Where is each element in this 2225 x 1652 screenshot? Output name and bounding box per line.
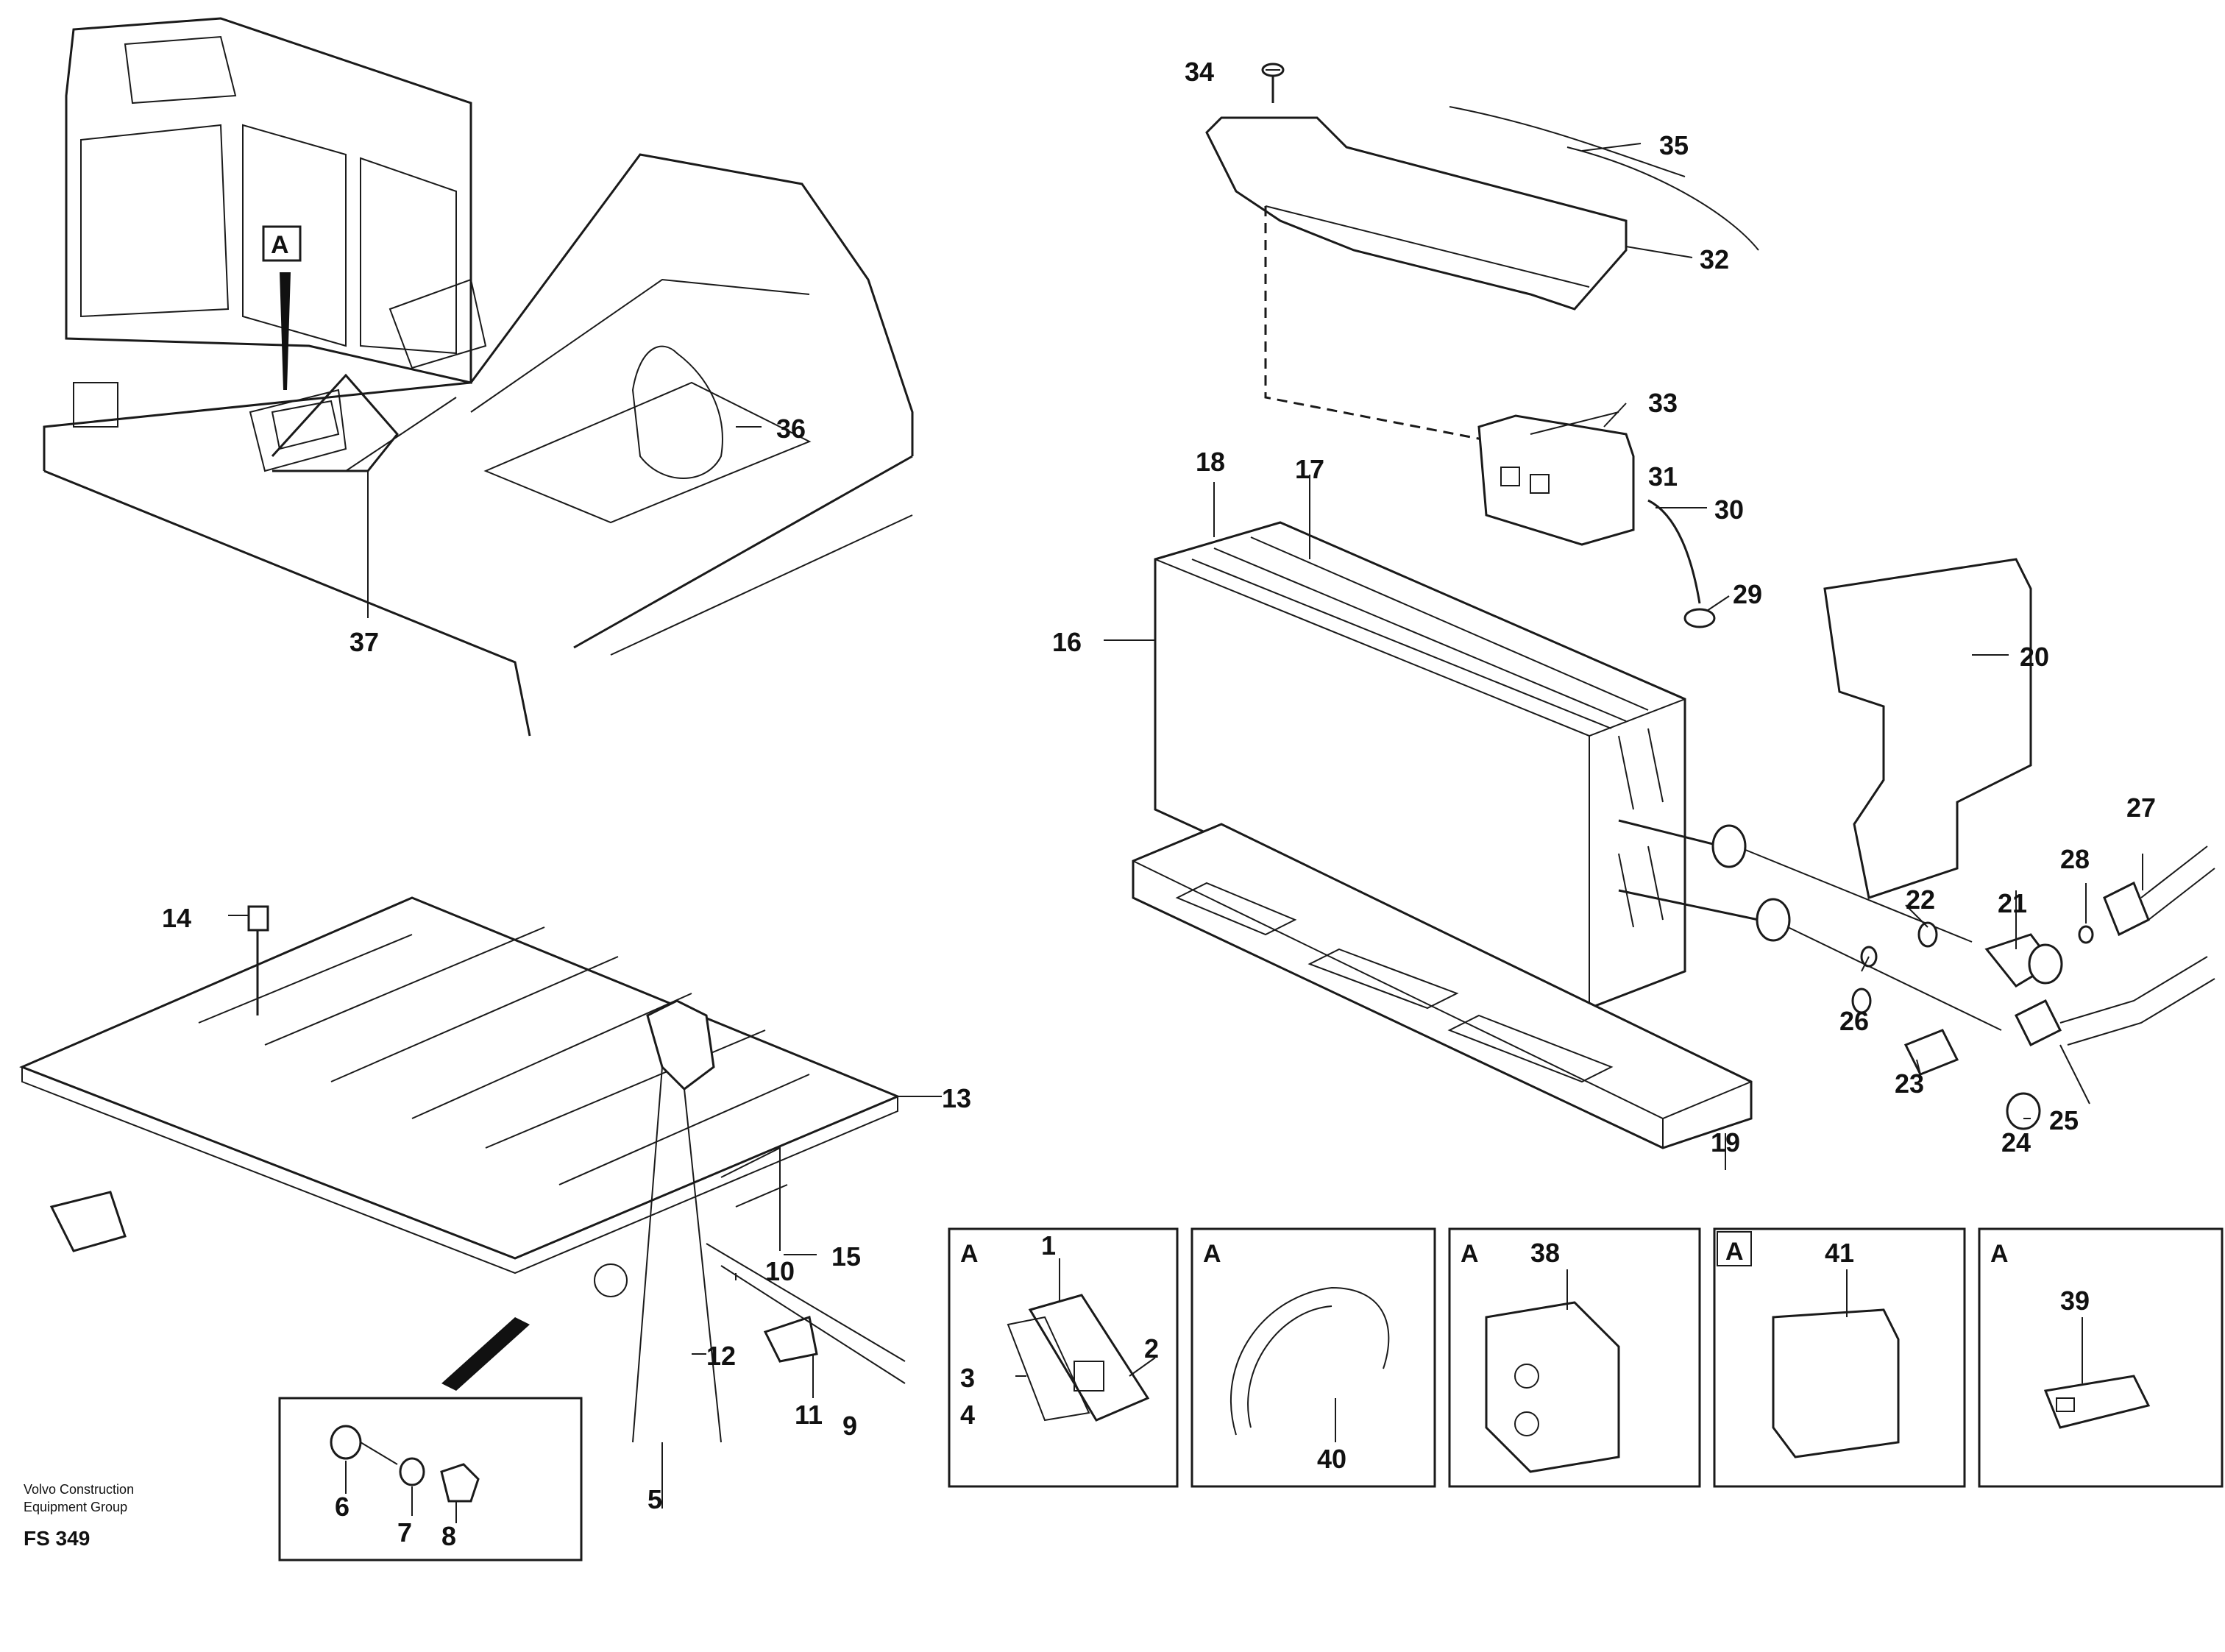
callout-29: 29 (1733, 579, 1762, 609)
callout-10: 10 (765, 1256, 795, 1286)
callout-27: 27 (2126, 793, 2156, 823)
callout-20: 20 (2020, 642, 2049, 672)
callout-23: 23 (1895, 1068, 1924, 1099)
callout-labels: 1 2 3 4 5 6 7 8 9 10 11 12 13 14 15 16 1… (162, 57, 2156, 1551)
callout-32: 32 (1700, 244, 1729, 274)
callout-19: 19 (1711, 1127, 1740, 1158)
callout-3: 3 (960, 1363, 975, 1393)
view-marker-a: A (271, 231, 289, 259)
callout-18: 18 (1196, 447, 1225, 477)
callout-9: 9 (842, 1411, 857, 1441)
callout-35: 35 (1659, 130, 1689, 160)
callout-21: 21 (1998, 888, 2027, 918)
callout-13: 13 (942, 1083, 971, 1113)
callout-14: 14 (162, 903, 191, 933)
detail-box-label-2: A (1203, 1240, 1221, 1268)
callout-34: 34 (1185, 57, 1214, 87)
callout-36: 36 (776, 414, 806, 444)
callout-5: 5 (647, 1484, 662, 1514)
callout-22: 22 (1906, 885, 1935, 915)
figure-code: FS 349 (24, 1527, 91, 1550)
callout-33: 33 (1648, 388, 1678, 418)
machine-overview (43, 17, 914, 737)
callout-6: 6 (335, 1492, 349, 1522)
callout-39: 39 (2060, 1286, 2090, 1316)
callout-31: 31 (1648, 461, 1678, 492)
heater-assembly (1132, 63, 2215, 1149)
detail-box-label-3: A (1461, 1240, 1479, 1268)
detail-boxes (948, 1227, 2224, 1488)
callout-4: 4 (960, 1400, 975, 1430)
callout-16: 16 (1052, 627, 1082, 657)
footer-company: Volvo Construction Equipment Group (24, 1481, 134, 1516)
callout-41: 41 (1825, 1238, 1854, 1268)
callout-1: 1 (1041, 1230, 1056, 1261)
footer-company-line1: Volvo Construction (24, 1482, 135, 1497)
callout-2: 2 (1144, 1333, 1159, 1364)
callout-17: 17 (1295, 454, 1324, 484)
callout-38: 38 (1530, 1238, 1560, 1268)
callout-40: 40 (1317, 1444, 1346, 1474)
callout-37: 37 (349, 627, 379, 657)
leader-lines (228, 69, 2143, 1523)
callout-11: 11 (795, 1400, 823, 1430)
callout-15: 15 (831, 1241, 861, 1272)
control-panel (19, 896, 906, 1561)
callout-12: 12 (706, 1341, 736, 1371)
detail-box-label-4: A (1725, 1238, 1744, 1266)
detail-box-label-5: A (1990, 1240, 2009, 1268)
callout-8: 8 (441, 1521, 456, 1551)
callout-25: 25 (2049, 1105, 2079, 1135)
callout-30: 30 (1714, 494, 1744, 525)
detail-box-label-1: A (960, 1240, 979, 1268)
callout-28: 28 (2060, 844, 2090, 874)
footer-company-line2: Equipment Group (24, 1500, 128, 1514)
callout-26: 26 (1839, 1006, 1869, 1036)
callout-7: 7 (397, 1517, 412, 1548)
callout-24: 24 (2001, 1127, 2031, 1158)
